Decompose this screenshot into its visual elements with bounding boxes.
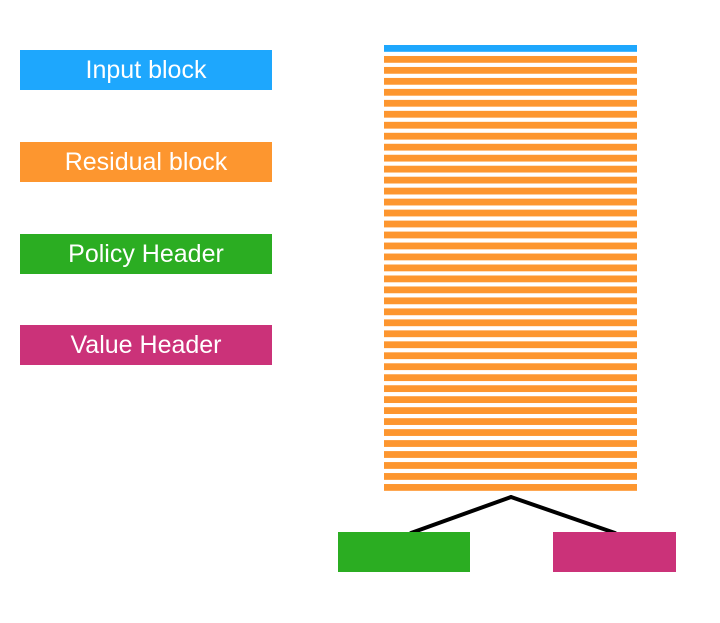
- residual-block: [384, 341, 637, 349]
- connector-to-policy-head: [409, 495, 513, 535]
- value-head-block: [553, 532, 676, 572]
- residual-block: [384, 308, 637, 316]
- residual-block: [384, 187, 637, 195]
- residual-block: [384, 176, 637, 184]
- residual-block: [384, 352, 637, 360]
- residual-block: [384, 165, 637, 173]
- residual-block: [384, 484, 637, 491]
- residual-block: [384, 220, 637, 228]
- residual-block: [384, 242, 637, 250]
- residual-block: [384, 198, 637, 206]
- policy-head-block: [338, 532, 470, 572]
- residual-block: [384, 418, 637, 425]
- residual-block: [384, 319, 637, 327]
- legend-input-block: Input block: [20, 50, 272, 90]
- connector-to-value-head: [509, 495, 617, 535]
- residual-block: [384, 209, 637, 217]
- residual-block: [384, 55, 637, 63]
- residual-block: [384, 264, 637, 272]
- legend-residual-block: Residual block: [20, 142, 272, 182]
- residual-block: [384, 132, 637, 140]
- legend-policy-header-label: Policy Header: [68, 240, 224, 268]
- residual-block: [384, 99, 637, 107]
- residual-block: [384, 77, 637, 85]
- residual-block: [384, 110, 637, 118]
- residual-block: [384, 154, 637, 162]
- block-stack: [384, 45, 637, 491]
- residual-block: [384, 396, 637, 404]
- legend-value-header-label: Value Header: [70, 331, 222, 359]
- input-block: [384, 45, 637, 52]
- residual-block: [384, 88, 637, 96]
- legend-policy-header: Policy Header: [20, 234, 272, 274]
- residual-block: [384, 462, 637, 469]
- residual-block: [384, 363, 637, 371]
- residual-block: [384, 374, 637, 382]
- residual-block: [384, 385, 637, 393]
- residual-block: [384, 440, 637, 447]
- residual-block: [384, 231, 637, 239]
- legend-residual-block-label: Residual block: [64, 148, 228, 176]
- residual-block: [384, 330, 637, 338]
- residual-block: [384, 121, 637, 129]
- residual-block: [384, 407, 637, 414]
- legend-input-block-label: Input block: [85, 56, 207, 84]
- residual-block: [384, 143, 637, 151]
- residual-block: [384, 275, 637, 283]
- residual-block: [384, 451, 637, 458]
- residual-block: [384, 286, 637, 294]
- residual-block: [384, 66, 637, 74]
- residual-block: [384, 429, 637, 436]
- residual-block: [384, 297, 637, 305]
- residual-block: [384, 253, 637, 261]
- legend-value-header: Value Header: [20, 325, 272, 365]
- residual-block: [384, 473, 637, 480]
